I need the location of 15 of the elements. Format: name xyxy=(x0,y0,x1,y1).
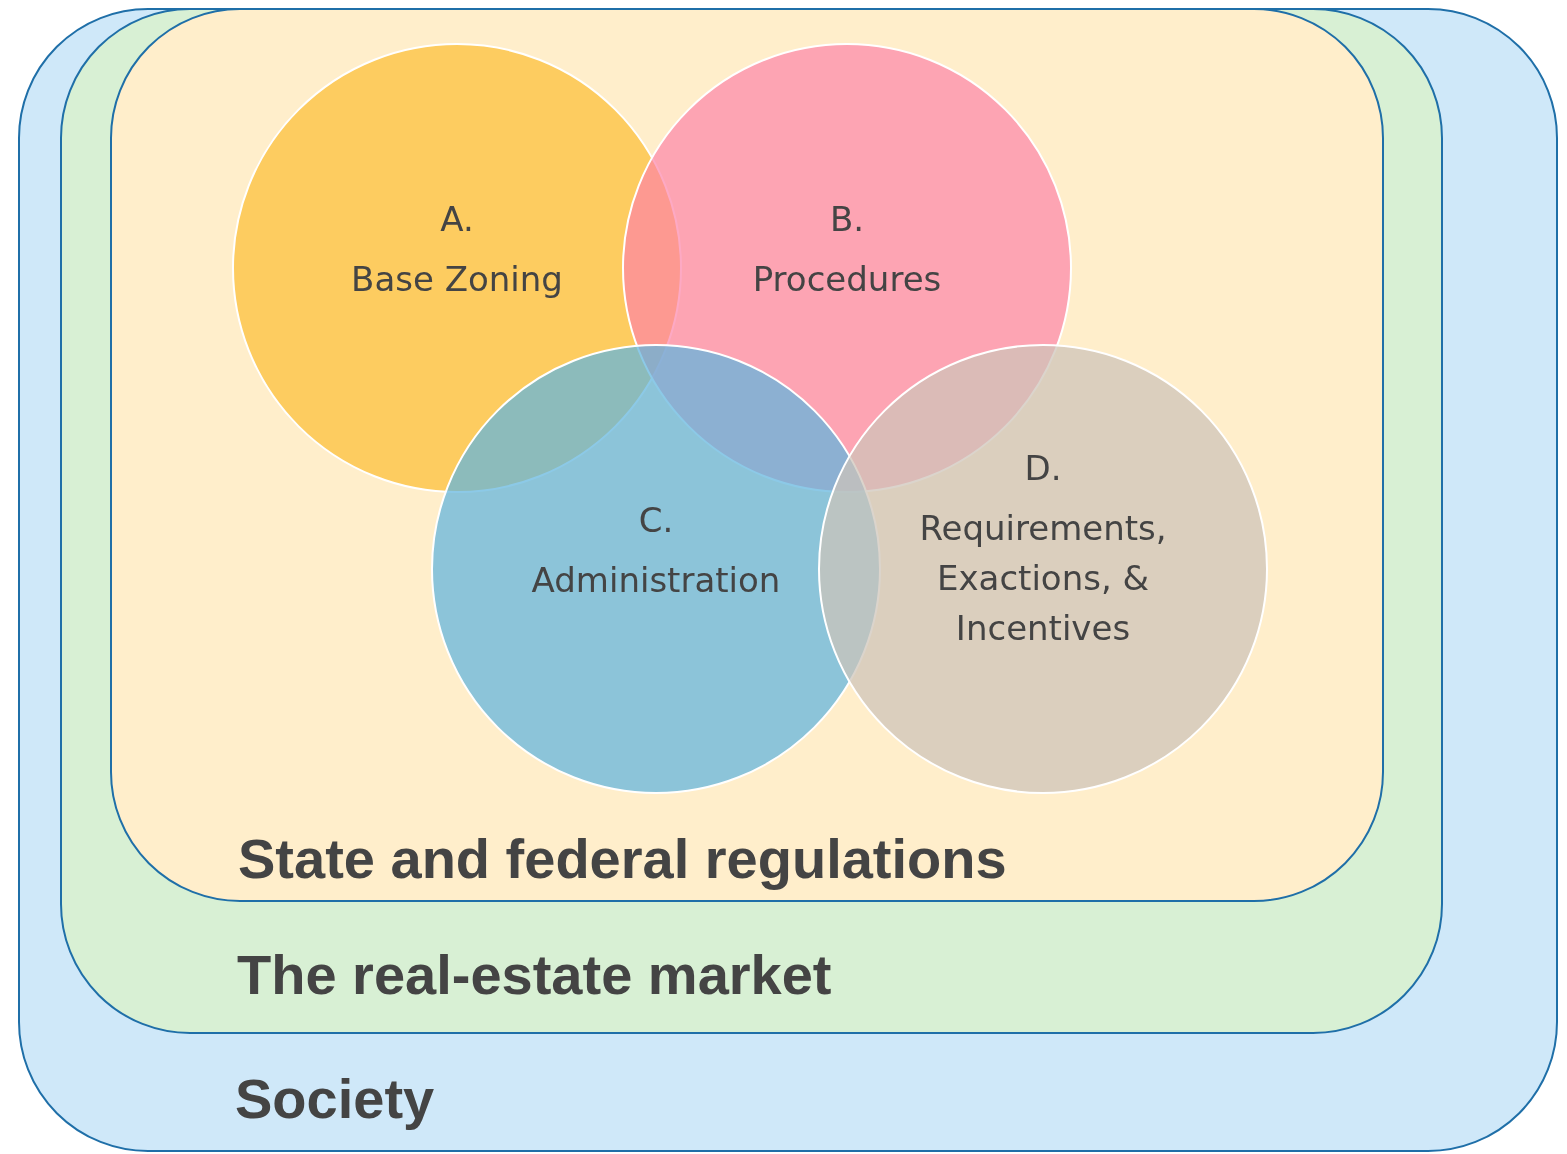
group-label: Society xyxy=(235,1068,435,1130)
society-box xyxy=(18,8,1558,1152)
circle-label: Procedures xyxy=(751,258,943,301)
circle-letter: C. xyxy=(637,499,675,542)
circle-letter: A. xyxy=(439,198,475,241)
venn-circle xyxy=(818,344,1268,794)
circle-letter: B. xyxy=(828,198,866,241)
regulations-box xyxy=(110,8,1384,902)
group-label: The real-estate market xyxy=(237,944,832,1006)
circle-label: Administration xyxy=(530,559,782,602)
circle-label: Base Zoning xyxy=(350,258,564,301)
circle-label: Requirements, Exactions, & Incentives xyxy=(918,507,1168,650)
circle-letter: D. xyxy=(1023,447,1063,490)
group-label: State and federal regulations xyxy=(238,828,1007,890)
market-box xyxy=(60,8,1443,1034)
